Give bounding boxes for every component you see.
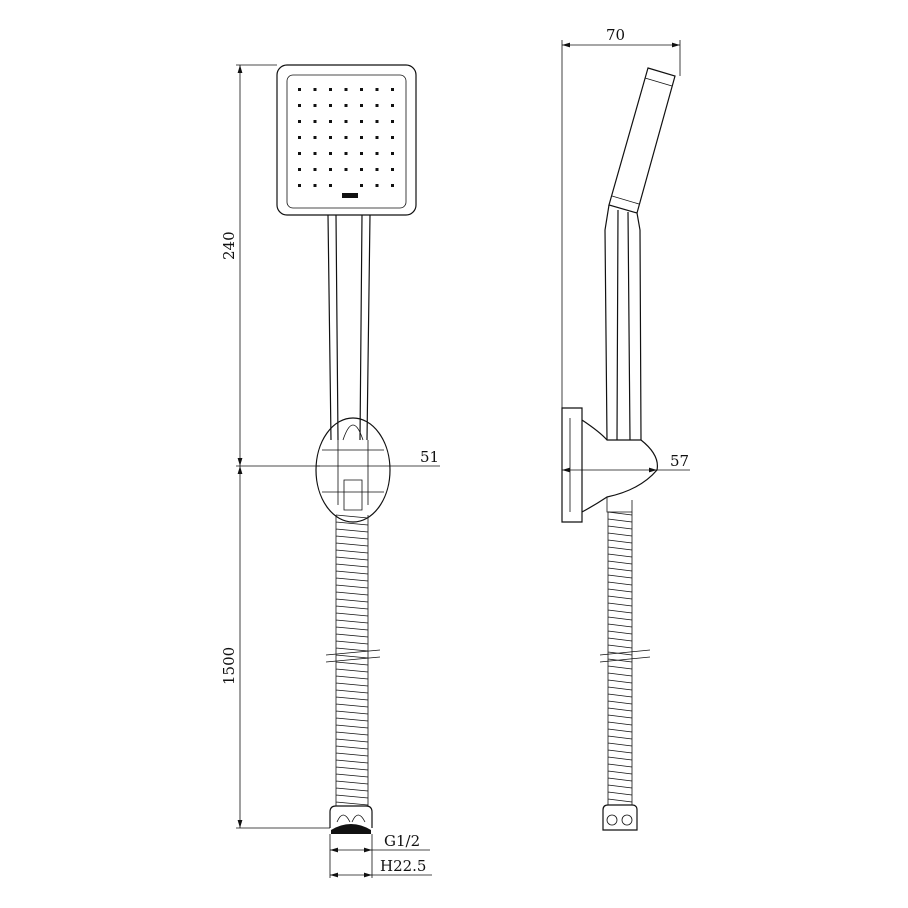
holder-front [315, 417, 391, 523]
handle-front [327, 214, 371, 441]
nozzle-dot [391, 120, 394, 123]
nozzle-dot [391, 104, 394, 107]
nozzle-dot [298, 136, 301, 139]
nozzle-dot [313, 184, 317, 187]
nozzle-dot [360, 152, 363, 155]
nozzle-dot [375, 104, 379, 107]
nozzle-dot [360, 184, 363, 187]
nozzle-dot [360, 120, 363, 123]
nozzle-dot [391, 168, 394, 171]
nozzle-dot [360, 136, 363, 139]
dim-1500: 1500 [220, 647, 238, 685]
hose-ribs [335, 514, 369, 806]
nozzle-dot [298, 152, 301, 155]
nozzle-dot [329, 184, 332, 187]
nozzle-dot [298, 88, 301, 91]
nozzle-dot [344, 120, 348, 123]
nozzle-dot [313, 152, 317, 155]
nozzle-dot [298, 168, 301, 171]
side-view: 70 57 [561, 26, 690, 831]
nozzle-dot [375, 152, 379, 155]
nozzle-dot [329, 120, 332, 123]
dim-h225: H22.5 [380, 857, 426, 875]
nozzle-dot [329, 136, 332, 139]
nozzle-dot [375, 184, 379, 187]
hose-front [335, 514, 369, 806]
shower-head-side [608, 67, 676, 214]
spray-nozzles [298, 88, 394, 187]
hose-ribs [607, 511, 633, 805]
nozzle-dot [360, 168, 363, 171]
nozzle-dot [298, 184, 301, 187]
dim-57: 57 [670, 452, 689, 470]
shower-head-face [286, 74, 407, 209]
nozzle-dot [344, 104, 348, 107]
nozzle-dot [313, 136, 317, 139]
nozzle-dot [313, 120, 317, 123]
shower-head-front [276, 64, 417, 216]
nozzle-dot [375, 120, 379, 123]
connector-nut-side [602, 804, 638, 831]
nozzle-dot [344, 168, 348, 171]
nozzle-dot [375, 136, 379, 139]
nozzle-dot [329, 104, 332, 107]
nozzle-dot [298, 104, 301, 107]
holder-notch [342, 424, 364, 441]
nozzle-dot [313, 168, 317, 171]
nozzle-dot [391, 152, 394, 155]
dim-70: 70 [606, 26, 625, 44]
nozzle-dot [391, 136, 394, 139]
nozzle-dot [360, 104, 363, 107]
nozzle-dot [313, 104, 317, 107]
nozzle-dot [344, 136, 348, 139]
button-slot [342, 193, 358, 198]
hose-side [607, 511, 633, 805]
nozzle-dot [375, 168, 379, 171]
nozzle-dot [344, 88, 348, 91]
nozzle-dot [344, 152, 348, 155]
wall-bracket [561, 407, 659, 523]
nozzle-dot [391, 184, 394, 187]
break-mark [325, 649, 381, 663]
holder-detail [322, 440, 384, 511]
connector-nut-front [329, 805, 373, 828]
handle-side [604, 204, 642, 441]
dim-240: 240 [220, 231, 238, 260]
nozzle-dot [391, 88, 394, 91]
dim-51: 51 [420, 448, 439, 466]
nozzle-dot [375, 88, 379, 91]
nozzle-dot [360, 88, 363, 91]
nozzle-dot [329, 88, 332, 91]
nozzle-dot [329, 152, 332, 155]
nozzle-dot [313, 88, 317, 91]
nozzle-dot [298, 120, 301, 123]
nozzle-dot [329, 168, 332, 171]
dim-g12: G1/2 [384, 832, 420, 850]
front-view: 240 1500 51 G1/2 H22.5 [220, 64, 440, 878]
